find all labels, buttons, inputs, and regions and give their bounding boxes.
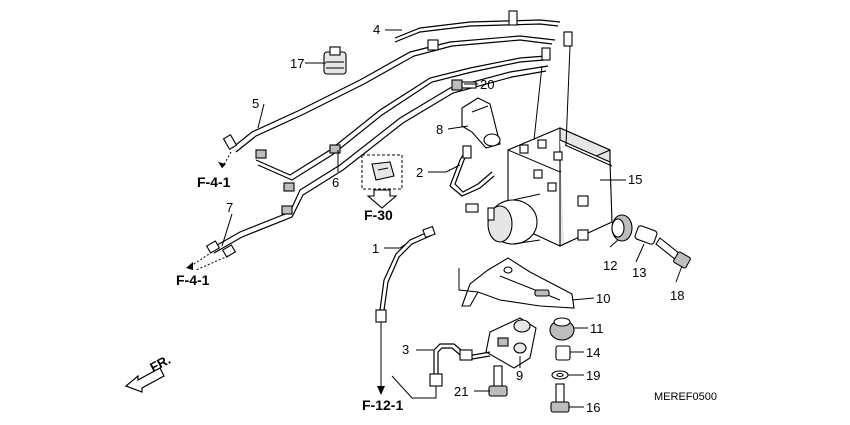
ref-f41-lower: F-4-1: [176, 272, 210, 288]
bolt-20: [451, 79, 477, 91]
callout-8: 8: [436, 122, 443, 137]
callout-17: 17: [290, 56, 304, 71]
pipe-2: [449, 145, 495, 197]
brake-pipe-bundle: [205, 10, 573, 258]
callout-12: 12: [603, 258, 617, 273]
callout-1: 1: [372, 241, 379, 256]
collar-14: [555, 345, 571, 361]
washer-19: [551, 370, 569, 380]
callout-20: 20: [480, 77, 494, 92]
callout-16: 16: [586, 400, 600, 415]
callout-13: 13: [632, 265, 646, 280]
callout-4: 4: [373, 22, 380, 37]
callout-18: 18: [670, 288, 684, 303]
damper-11: [549, 317, 575, 341]
abs-modulator-15: [465, 45, 613, 247]
ref-f41-upper: F-4-1: [197, 174, 231, 190]
reference-labels: F-4-1 F-4-1 F-30 F-12-1: [176, 174, 403, 413]
callout-numbers: 1 2 3 4 5 6 7 8 9 10 11 12 13 14 15 16 1…: [226, 22, 684, 415]
callout-14: 14: [586, 345, 600, 360]
pipe-1: [375, 225, 436, 323]
callout-3: 3: [402, 342, 409, 357]
bracket-8: [461, 97, 501, 149]
reference-arrows: [186, 151, 437, 399]
grommet-12: [611, 214, 633, 242]
bolt-16: [550, 383, 570, 413]
f30-clamp-box: [361, 154, 403, 209]
ref-f30: F-30: [364, 207, 393, 223]
drawing-code: MEREF0500: [654, 391, 717, 403]
bracket-10: [458, 257, 575, 309]
callout-5: 5: [252, 96, 259, 111]
ref-f121: F-12-1: [362, 397, 403, 413]
callout-15: 15: [628, 172, 642, 187]
bracket-9: [485, 317, 537, 369]
leader-lines: [221, 29, 683, 408]
callout-11: 11: [590, 321, 604, 336]
bolt-21: [488, 365, 508, 397]
bolt-18: [655, 237, 691, 269]
callout-6: 6: [332, 175, 339, 190]
callout-10: 10: [596, 291, 610, 306]
callout-19: 19: [586, 368, 600, 383]
pipe-3: [429, 343, 491, 387]
callout-21: 21: [454, 384, 468, 399]
clamp-17: [323, 46, 347, 75]
collar-13: [634, 225, 658, 245]
callout-9: 9: [516, 368, 523, 383]
callout-2: 2: [416, 165, 423, 180]
front-direction-arrow: FR.: [124, 352, 173, 393]
callout-7: 7: [226, 200, 233, 215]
front-direction-label: FR.: [147, 352, 173, 375]
